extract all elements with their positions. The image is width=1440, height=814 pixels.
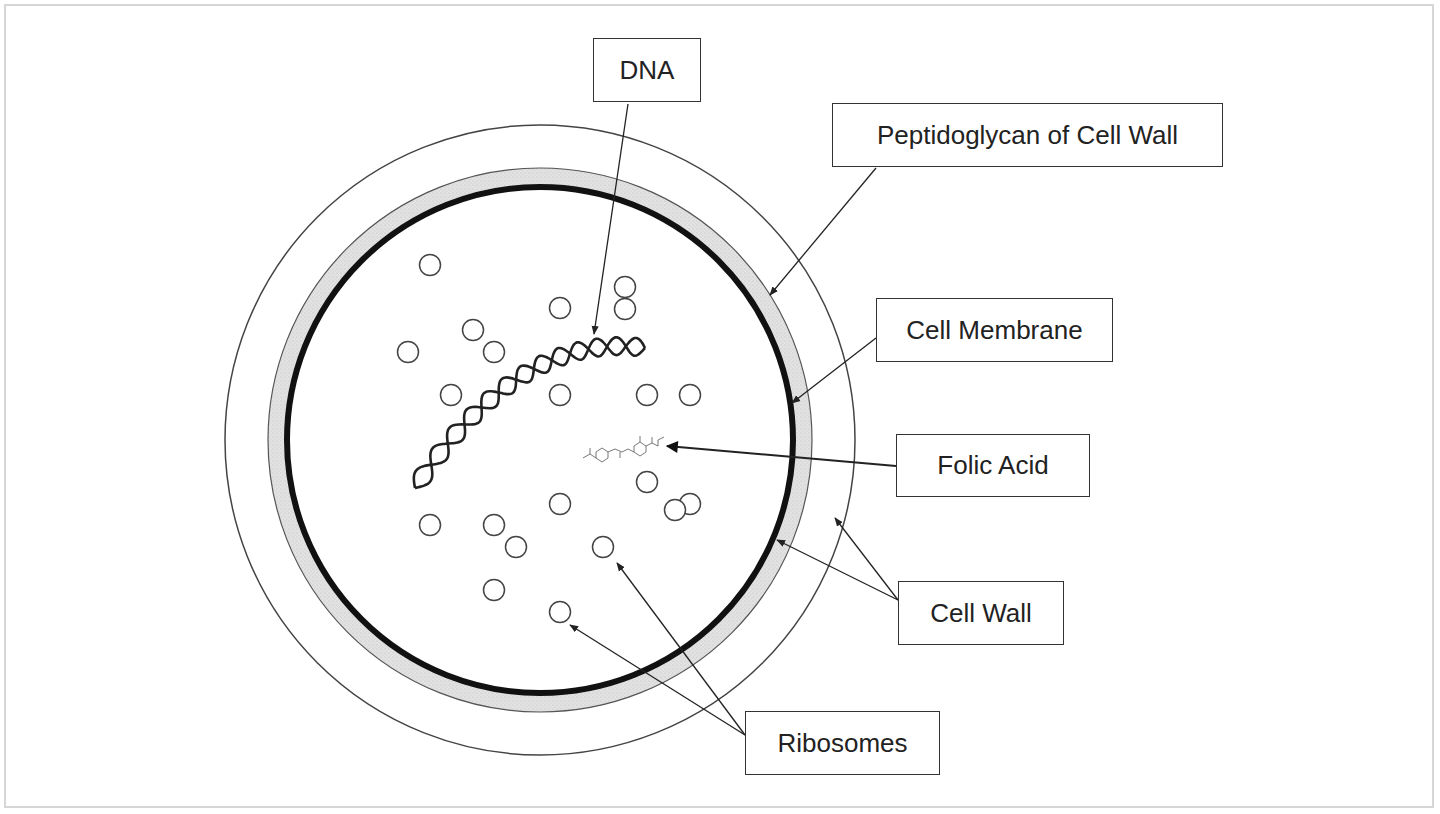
leader-lines: [570, 104, 898, 735]
ribosome: [463, 320, 484, 341]
peptidoglycan-layer: [277, 177, 803, 703]
dna-strand: [414, 337, 645, 488]
ribosome: [615, 299, 636, 320]
label-text: Cell Wall: [930, 599, 1032, 628]
ribosome: [615, 277, 636, 298]
label-text: Ribosomes: [777, 729, 907, 758]
ribosome: [484, 580, 505, 601]
ribosome: [420, 255, 441, 276]
ribosome-group: [398, 255, 701, 623]
label-text: Cell Membrane: [906, 316, 1082, 345]
ribosome: [484, 515, 505, 536]
ribosome: [550, 385, 571, 406]
label-box: Ribosomes: [745, 711, 940, 775]
label-text: Folic Acid: [937, 451, 1048, 480]
ribosome: [441, 385, 462, 406]
ribosome: [680, 385, 701, 406]
cell-wall-outer: [225, 125, 855, 755]
ribosome: [593, 537, 614, 558]
ribosome: [420, 515, 441, 536]
label-box: Cell Membrane: [876, 298, 1113, 362]
ribosome: [665, 500, 686, 521]
ribosome: [550, 494, 571, 515]
ribosome: [637, 385, 658, 406]
ribosome: [637, 472, 658, 493]
folic-acid-molecule: [583, 436, 664, 462]
label-box: DNA: [593, 38, 701, 102]
dna-helix-strand: [414, 338, 645, 488]
label-box: Folic Acid: [896, 434, 1090, 497]
ribosome: [550, 298, 571, 319]
ribosome: [398, 342, 419, 363]
dna-helix-strand: [415, 337, 645, 488]
ribosome: [550, 602, 571, 623]
ribosome: [484, 342, 505, 363]
label-text: DNA: [620, 56, 675, 85]
ribosome: [506, 537, 527, 558]
cell-membrane: [287, 187, 793, 693]
peptidoglycan-edge: [268, 168, 812, 712]
label-box: Cell Wall: [898, 581, 1064, 645]
label-text: Peptidoglycan of Cell Wall: [877, 121, 1178, 150]
label-box: Peptidoglycan of Cell Wall: [832, 103, 1223, 167]
